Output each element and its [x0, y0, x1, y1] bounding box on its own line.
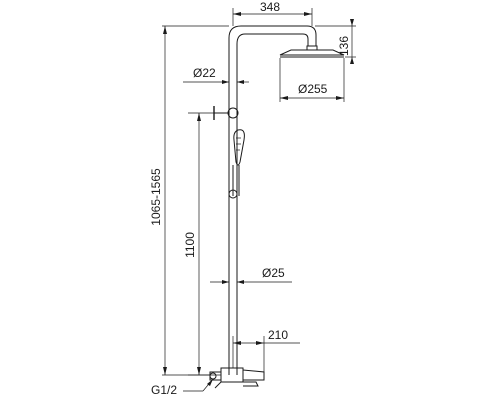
dimension-total-height-label: 1065-1565: [149, 168, 163, 226]
dimension-head-height-label: 136: [337, 36, 351, 56]
rain-shower-head: [279, 45, 345, 58]
shower-column-outline: [228, 25, 317, 375]
dimension-arm-length-label: 348: [260, 0, 280, 14]
thread-callout-label: G1/2: [151, 383, 177, 397]
dimension-arm-length: 348: [232, 0, 313, 26]
dimension-head-diameter: Ø255: [279, 58, 345, 102]
dimension-spout-length: 210: [232, 328, 300, 372]
dimension-slide-height-label: 1100: [183, 232, 197, 258]
hand-shower: [228, 129, 245, 199]
diverter-knob: [213, 106, 239, 120]
thread-callout: G1/2: [151, 378, 214, 397]
dimension-head-height: 136: [315, 19, 356, 64]
dimension-spout-length-label: 210: [268, 328, 288, 342]
dimension-pipe-diameter-lower: Ø25: [210, 266, 292, 284]
dimension-slide-height: 1100: [183, 112, 214, 376]
dimension-pipe-diameter-lower-label: Ø25: [262, 266, 285, 280]
dimension-pipe-diameter-upper-label: Ø22: [193, 66, 216, 80]
dimension-total-height: 1065-1565: [149, 25, 229, 376]
dimension-pipe-diameter-upper: Ø22: [183, 66, 249, 84]
dimension-head-diameter-label: Ø255: [298, 82, 328, 96]
